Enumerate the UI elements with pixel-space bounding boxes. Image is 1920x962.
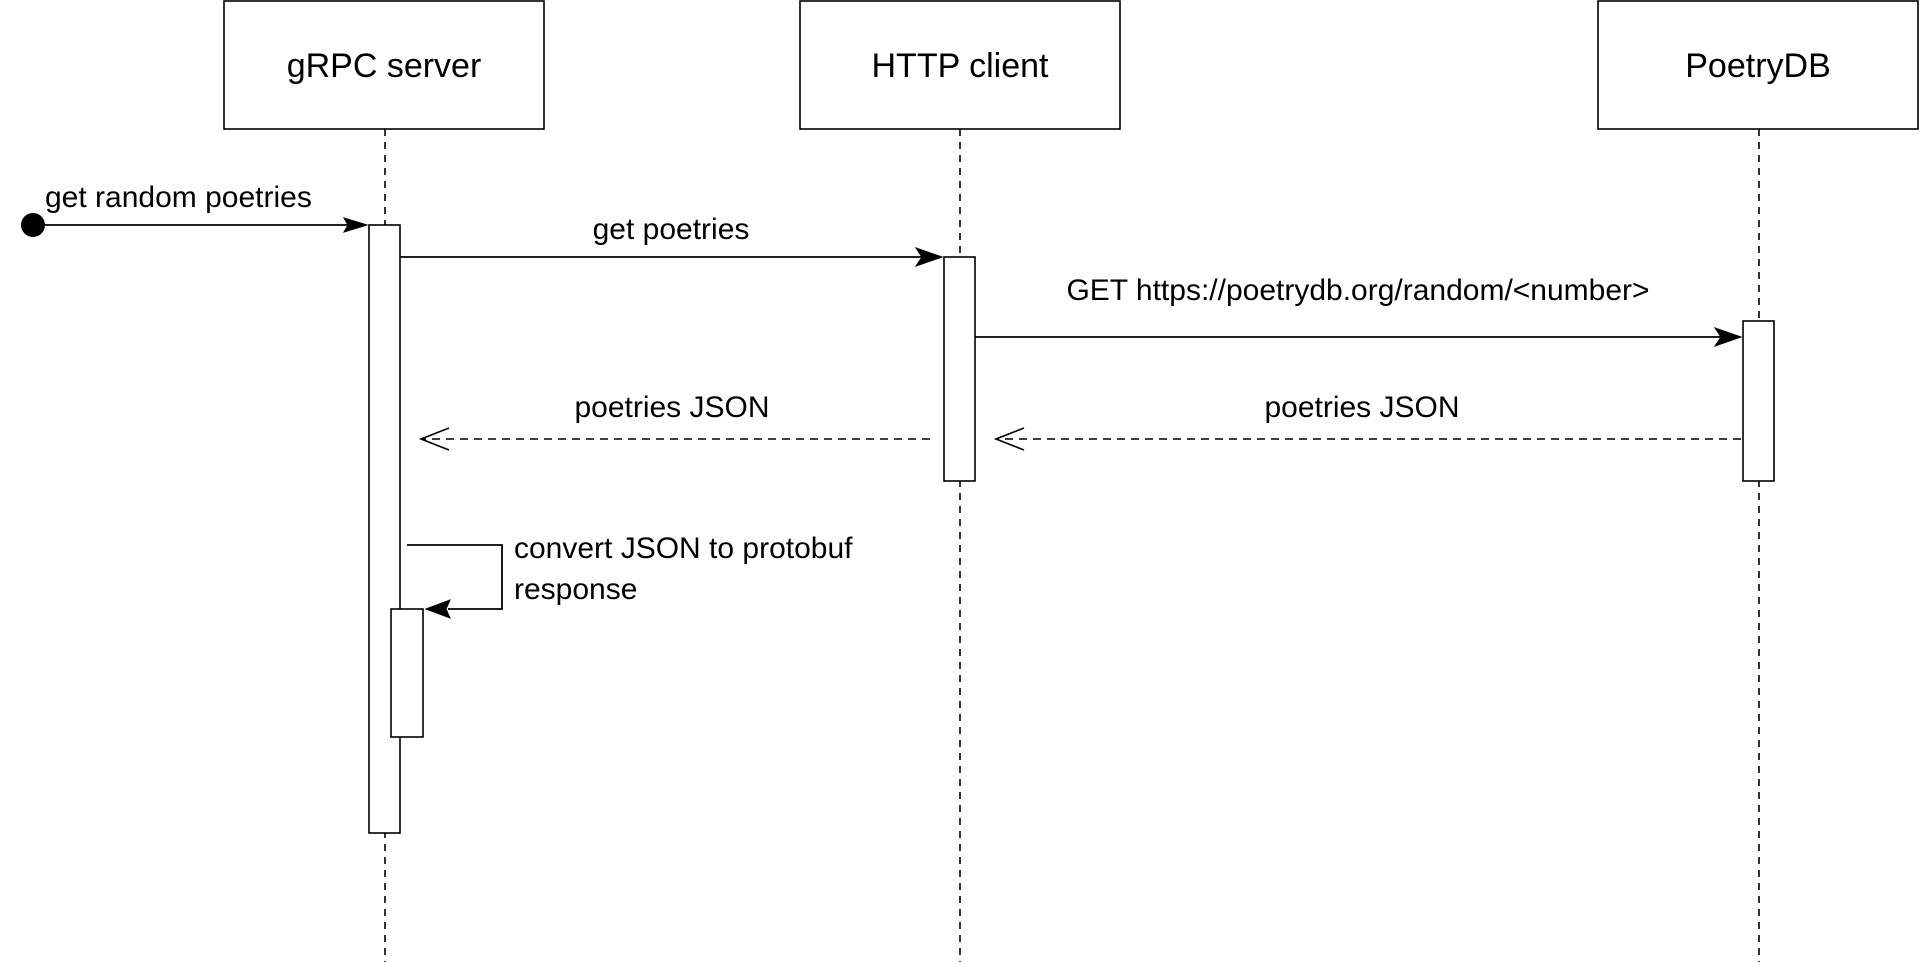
- participant-http-client: HTTP client: [799, 0, 1121, 130]
- message-get-poetries: get poetries: [400, 213, 944, 267]
- message-get-poetries-label: get poetries: [593, 213, 750, 246]
- participant-grpc-server: gRPC server: [223, 0, 545, 130]
- message-http-get-arrowhead: [1713, 327, 1743, 347]
- return-to-server-label: poetries JSON: [574, 391, 769, 424]
- return-poetries-json-to-server: poetries JSON: [418, 391, 930, 451]
- message-http-get-label: GET https://poetrydb.org/random/<number>: [1066, 274, 1649, 307]
- return-to-client-arrowhead: [993, 427, 1025, 451]
- grpc-server-activation: [368, 224, 401, 834]
- self-message-arrowhead: [424, 599, 451, 619]
- found-message-label: get random poetries: [45, 181, 312, 214]
- participant-label-poetrydb: PoetryDB: [1685, 47, 1831, 85]
- return-to-client-label: poetries JSON: [1264, 391, 1459, 424]
- http-client-activation: [943, 256, 976, 482]
- participant-label-grpc-server: gRPC server: [287, 47, 482, 85]
- found-message: get random poetries: [21, 181, 369, 237]
- message-get-poetries-arrowhead: [914, 247, 944, 267]
- return-to-server-arrowhead: [418, 427, 450, 451]
- poetrydb-activation: [1742, 320, 1775, 482]
- participant-poetrydb: PoetryDB: [1597, 0, 1919, 130]
- self-message-label-line1: convert JSON to protobuf: [514, 532, 853, 565]
- participant-label-http-client: HTTP client: [872, 47, 1050, 85]
- self-message-convert: convert JSON to protobuf response: [407, 532, 853, 619]
- message-http-get: GET https://poetrydb.org/random/<number>: [975, 274, 1743, 347]
- grpc-server-self-activation: [390, 608, 424, 738]
- self-message-label-line2: response: [514, 573, 637, 606]
- found-message-arrowhead: [342, 217, 369, 233]
- return-poetries-json-to-client: poetries JSON: [993, 391, 1741, 451]
